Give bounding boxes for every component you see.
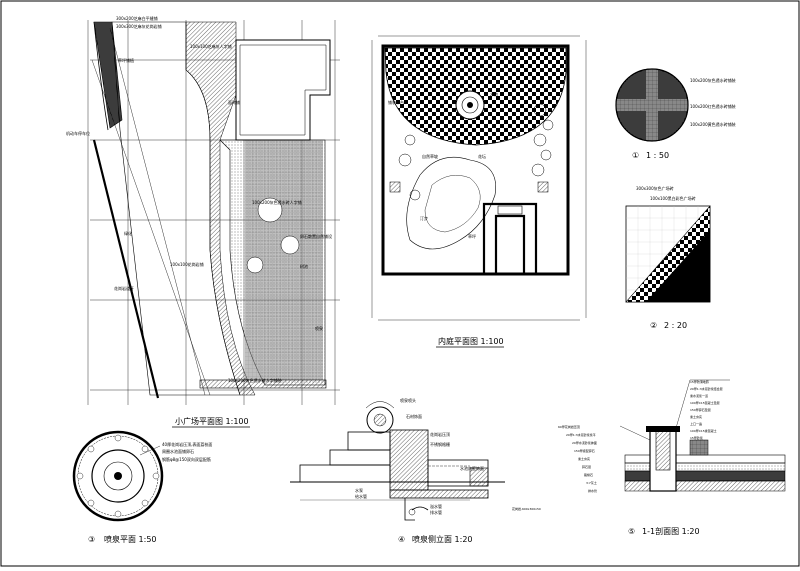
label-brick: 面砖铺: [228, 99, 240, 105]
sec-left-5: 素土夯实: [578, 456, 590, 461]
section-top-labels: 15厚防滑地砖 20厚1:3水泥砂浆结合层 素水泥浆一道 100厚C15混凝土垫…: [690, 379, 723, 440]
detail2-label-1: 300x300灰色广场砖: [636, 185, 674, 191]
sec-top-1: 15厚防滑地砖: [690, 379, 709, 384]
label-tree-pool: 树池: [300, 263, 308, 269]
sec-bottom-note: 花岗岩,600x300x50: [512, 506, 541, 511]
elev-label-cap: 花岗岩压顶: [430, 431, 450, 437]
small-square-plan: 300x200芝麻白平缝铺 300x300芝麻灰花岗岩铺 草坪铺植 机动车停车位…: [66, 15, 340, 428]
detail1-num: ①: [632, 151, 639, 160]
label-pav-side: 100x100花岗岩铺: [170, 261, 204, 267]
elev-title: 喷泉侧立面 1:20: [412, 534, 473, 544]
fountain-plan-label-1: 40厚花岗岩压顶,表面荔枝面: [162, 441, 212, 447]
label-grass-slope: 自然草坡: [422, 153, 438, 159]
sec-top-9: 15厚砂浆: [690, 435, 703, 440]
label-granite: 300x200芝麻白平缝铺: [116, 15, 158, 21]
elev-num: ④: [398, 535, 405, 544]
label-tile-border: 100x100芝麻灰人字铺: [190, 43, 232, 49]
sec-left-6: 碎石层: [582, 464, 591, 469]
label-lawn-inner: 草坪: [468, 233, 476, 239]
sec-top-3: 素水泥浆一道: [690, 393, 708, 398]
label-fountain: 喷泉: [315, 325, 323, 331]
sec-left-1: 60厚花岗岩压顶: [558, 424, 580, 429]
elev-label-stone: 石材饰面: [406, 413, 422, 419]
elev-label-grate: 不锈钢格栅: [430, 441, 450, 447]
inner-courtyard-title: 内庭平面图 1:100: [438, 336, 504, 346]
elev-label-overflow: 溢水管: [430, 503, 442, 509]
label-flower-bed: 花坛: [478, 153, 486, 159]
sec-top-6: 素土夯实: [690, 414, 702, 419]
fountain-plan-label-2: 周圈水池面铺卵石: [162, 448, 194, 454]
fountain-plan-num: ③: [88, 535, 95, 544]
label-stone-edge: 卵石散置自然铺设: [300, 233, 332, 239]
sec-num: ⑤: [628, 527, 635, 536]
fountain-elevation: 喷泉喷头 石材饰面 花岗岩压顶 不锈钢格栅 水池内壁饰面 水泵 给水管 溢水管 …: [290, 397, 505, 544]
elev-label-drain: 排水管: [430, 509, 442, 515]
elev-label-supply: 给水管: [355, 493, 367, 499]
fountain-plan: 40厚花岗岩压顶,表面荔枝面 周圈水池面铺卵石 钢筋φ8@150双向双层配筋 ③…: [72, 430, 212, 544]
label-left-arch: 机动车停车位: [66, 130, 90, 136]
sec-left-3: 20厚水泥砂浆抹面: [572, 440, 597, 445]
label-grass-edge: 草坪铺植: [118, 57, 134, 63]
label-bottom-paving: 100x200灰色透水砖人字铺装: [228, 377, 282, 383]
detail1-label-3: 100x200黄色透水砖铺装: [690, 121, 736, 127]
detail-1: 100x200灰色透水砖铺装 100x200红色透水砖铺装 100x200黄色透…: [615, 68, 736, 160]
sec-left-7: 路缘石: [584, 472, 593, 477]
detail2-title: 2 : 20: [664, 321, 687, 330]
elev-label-pump: 水泵: [355, 487, 363, 493]
small-square-plan-title: 小广场平面图 1:100: [175, 416, 249, 426]
sec-top-2: 20厚1:3水泥砂浆结合层: [690, 386, 723, 391]
label-lawn: 绿化: [124, 230, 132, 236]
section-left-labels: 60厚花岗岩压顶 20厚1:3水泥砂浆找平 20厚水泥砂浆抹面 150厚级配碎石…: [558, 424, 597, 493]
label-paving-a: 铺装平台: [388, 99, 404, 105]
sec-top-5: 150厚碎石垫层: [690, 407, 711, 412]
sec-top-4: 100厚C15混凝土垫层: [690, 400, 720, 405]
elev-label-nozzle: 喷泉喷头: [400, 397, 416, 403]
label-stepping: 汀步: [420, 215, 428, 221]
detail2-num: ②: [650, 321, 657, 330]
label-pool: 水池: [490, 91, 498, 97]
detail1-label-1: 100x200灰色透水砖铺装: [690, 77, 736, 83]
inner-courtyard-plan: 铺装平台 自然草坡 花坛 水池 草坪 汀步 内庭平面图 1:100: [371, 35, 587, 348]
elev-label-inner: 水池内壁饰面: [460, 465, 484, 471]
sec-left-9: 排水管: [588, 488, 597, 493]
sec-top-7: 上口一遍: [690, 421, 702, 426]
sec-top-8: 100厚C15素混凝土: [690, 428, 717, 433]
sec-left-8: 3:7灰土: [586, 480, 597, 485]
section-1-1: 15厚防滑地砖 20厚1:3水泥砂浆结合层 素水泥浆一道 100厚C15混凝土垫…: [512, 379, 786, 536]
sec-left-4: 150厚级配碎石: [574, 448, 595, 453]
label-edge-strip: 花岗岩道牙: [114, 285, 134, 291]
fountain-plan-title: 喷泉平面 1:50: [104, 534, 157, 544]
detail2-label-2: 100x100黑白彩色广场砖: [650, 195, 696, 201]
detail-2: 300x300灰色广场砖 100x100黑白彩色广场砖 ② 2 : 20: [625, 185, 711, 330]
label-pav-main: 100x200灰色透水砖人字铺: [252, 199, 302, 205]
detail1-title: 1 : 50: [646, 151, 669, 160]
label-sesame: 300x300芝麻灰花岗岩铺: [116, 23, 162, 29]
detail1-label-2: 100x200红色透水砖铺装: [690, 103, 736, 109]
sec-title: 1-1剖面图 1:20: [642, 526, 700, 536]
sec-left-2: 20厚1:3水泥砂浆找平: [566, 432, 596, 437]
fountain-plan-label-3: 钢筋φ8@150双向双层配筋: [162, 456, 211, 462]
